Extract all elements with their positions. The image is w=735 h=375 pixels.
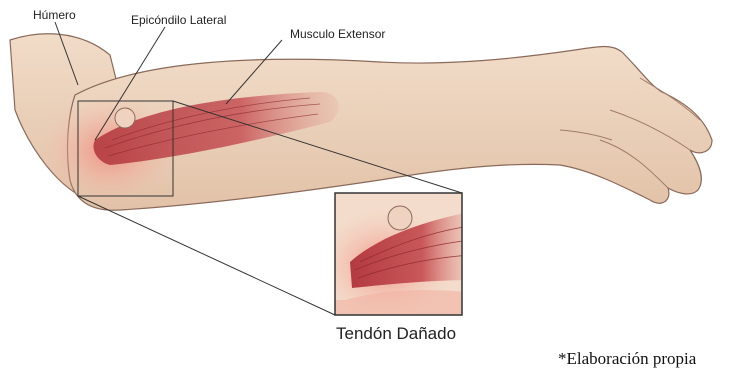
inset-caption: Tendón Dañado: [336, 324, 456, 344]
zoom-connector-bottom: [78, 196, 335, 315]
inset-zoom: [315, 193, 470, 320]
label-humerus: Húmero: [33, 8, 76, 22]
credit-note: *Elaboración propia: [558, 349, 696, 369]
label-extensor-muscle: Musculo Extensor: [290, 27, 385, 41]
epicondyle-bump: [115, 108, 135, 128]
label-lateral-epicondyle: Epicóndilo Lateral: [131, 13, 226, 27]
